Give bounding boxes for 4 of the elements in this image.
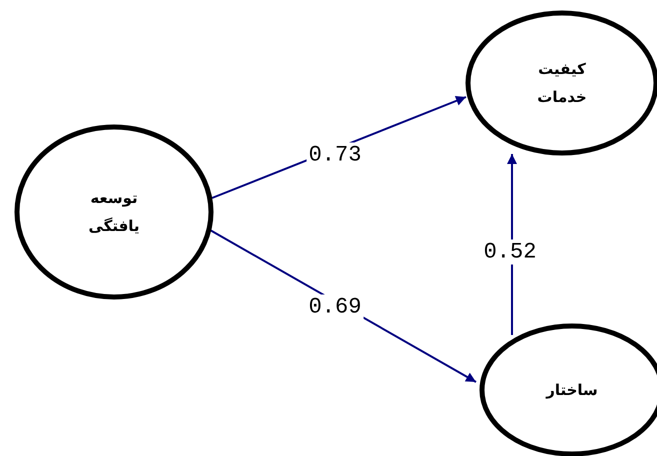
construct-name: توسعه یافتگی — [87, 188, 141, 237]
edge-label: 0.69 — [306, 294, 364, 320]
construct-name: ساختار — [544, 380, 599, 401]
construct-name: کیفیت خدمات — [536, 59, 588, 108]
